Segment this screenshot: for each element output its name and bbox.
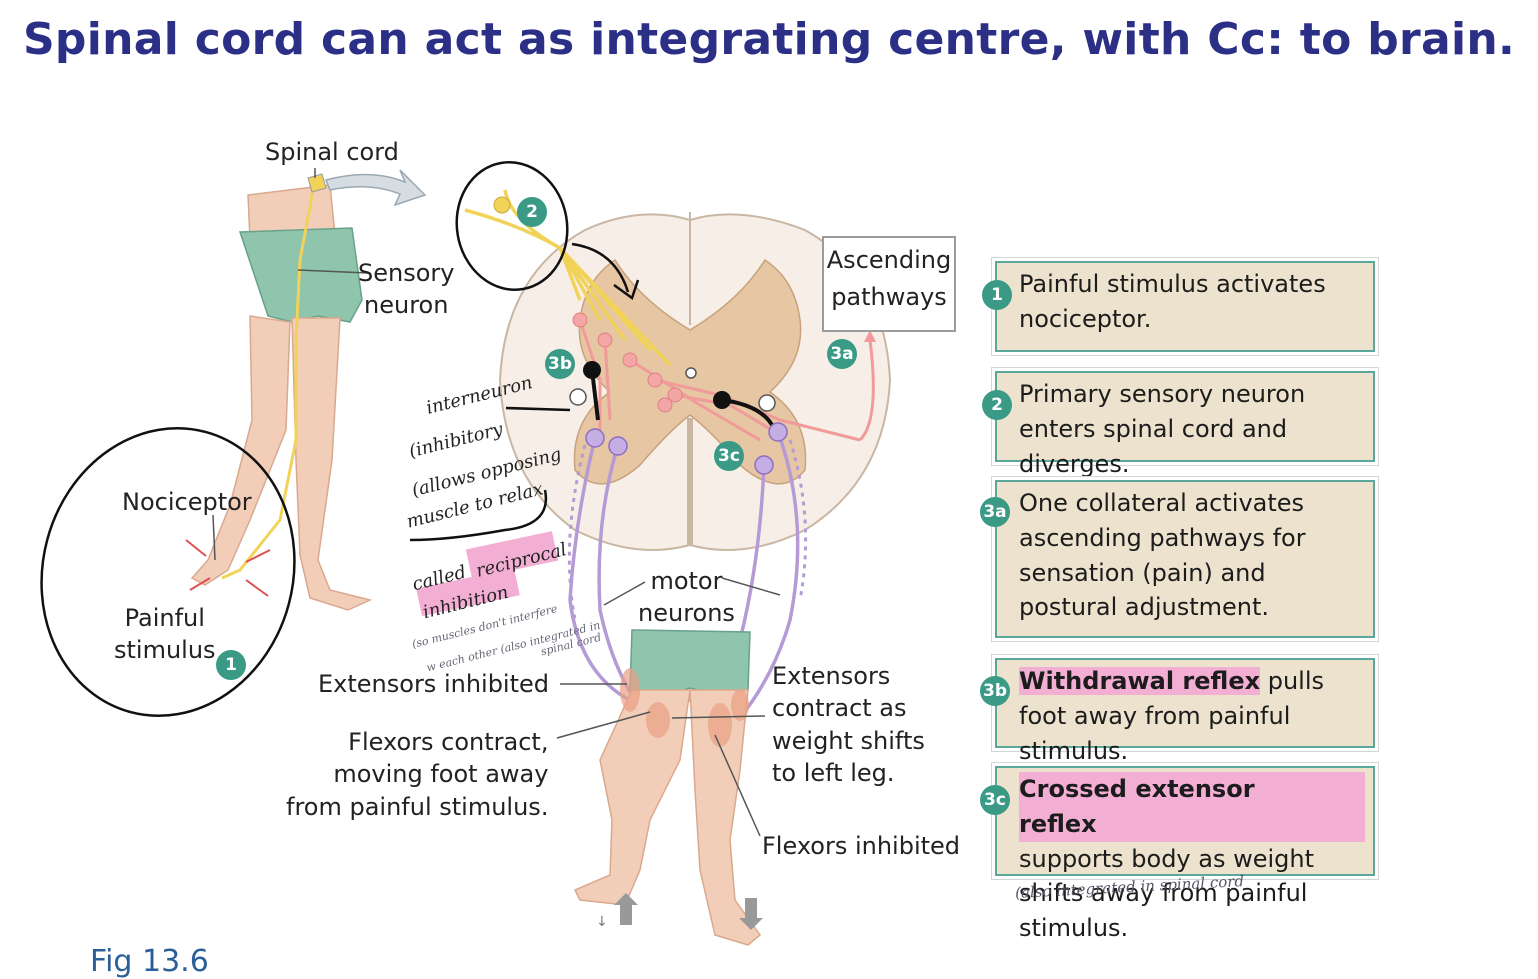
step-3c-bold: Crossed extensor reflex	[1019, 772, 1365, 842]
label-painful-stimulus: Painful stimulus	[114, 604, 216, 665]
highlight-inhibition	[416, 567, 520, 617]
front-leg-left	[573, 689, 691, 906]
label-flexors-contract: Flexors contract, moving foot away from …	[286, 728, 549, 821]
label-motor-neurons: motor neurons	[638, 567, 735, 628]
motor-neuron-cells	[585, 422, 788, 475]
zoom-arrow	[324, 169, 427, 207]
badge-3a-diagram: 3a	[827, 339, 857, 369]
synapse-markers	[569, 388, 776, 412]
interneuron-pointer	[505, 406, 571, 412]
step-box-3b: Withdrawal reflex pulls foot away from p…	[995, 658, 1375, 765]
label-ascending-pathways: Ascending pathways	[826, 246, 952, 312]
central-canal	[685, 367, 697, 379]
up-arrow	[614, 893, 638, 925]
front-leg-right	[689, 689, 762, 946]
motor-leader-left	[603, 581, 646, 606]
sensory-neuron-leader	[297, 269, 369, 274]
front-figure: ↓	[573, 629, 763, 946]
left-figure	[185, 168, 427, 611]
arrowhead-sensory	[613, 279, 640, 301]
left-figure-leg-right	[291, 317, 373, 611]
dorsal-root-ganglion	[493, 196, 511, 214]
ascending-pathways-box: Ascending pathways	[822, 236, 956, 332]
left-figure-leg-left	[190, 315, 291, 586]
circle-foot	[40, 427, 296, 717]
down-arrow	[739, 898, 763, 930]
spinal-cord-marker	[307, 173, 327, 193]
inhibitory-interneurons	[583, 361, 774, 427]
badge-3b-diagram: 3b	[545, 349, 575, 379]
handwritten-marks	[40, 161, 640, 717]
step-badge-3a: 3a	[980, 497, 1010, 527]
ascending-arrow	[864, 330, 876, 342]
step-3a-text: One collateral activates ascending pathw…	[1019, 489, 1306, 622]
motor-neurons-dashed	[567, 439, 808, 621]
step-3c-text: supports body as weight shifts away from…	[1019, 844, 1315, 943]
page-title: Spinal cord can act as integrating centr…	[22, 14, 1516, 65]
badge-1-diagram: 1	[216, 650, 246, 680]
step-1-text: Painful stimulus activates nociceptor.	[1019, 270, 1326, 333]
motor-leader-right	[721, 577, 781, 596]
arrow-sensory	[571, 242, 630, 293]
leg-leaders	[556, 683, 766, 837]
step-2-text: Primary sensory neuron enters spinal cor…	[1019, 380, 1306, 478]
label-flexors-inhibited: Flexors inhibited	[762, 832, 961, 860]
front-figure-shorts	[629, 629, 751, 699]
sensory-neuron-leg	[221, 179, 317, 580]
label-extensors-inhibited: Extensors inhibited	[318, 670, 550, 698]
step-badge-3c: 3c	[980, 785, 1010, 815]
label-sensory-neuron: Sensory neuron	[358, 259, 455, 320]
step-box-3a: One collateral activates ascending pathw…	[995, 480, 1375, 638]
step-box-2: Primary sensory neuron enters spinal cor…	[995, 371, 1375, 478]
highlight-reciprocal	[465, 531, 559, 579]
circle-sensory	[455, 161, 569, 291]
small-down-arrow: ↓	[596, 914, 608, 930]
interneuron-cells	[572, 312, 683, 413]
step-box-1: Painful stimulus activates nociceptor.	[995, 261, 1375, 352]
step-3b-bold: Withdrawal reflex	[1019, 667, 1261, 695]
step-badge-2: 2	[982, 390, 1012, 420]
label-nociceptor: Nociceptor	[122, 488, 252, 516]
figure-caption: Fig 13.6	[90, 944, 209, 979]
left-figure-shorts	[238, 227, 363, 323]
nociceptor-leader	[212, 514, 216, 561]
muscle-highlights	[620, 668, 749, 747]
badge-3c-diagram: 3c	[714, 441, 744, 471]
step-badge-3b: 3b	[980, 676, 1010, 706]
step-badge-1: 1	[982, 280, 1012, 310]
badge-2-diagram: 2	[517, 197, 547, 227]
step-3b-text: pulls foot away from painful stimulus.	[1019, 667, 1324, 765]
sensory-neuron-cord	[464, 189, 672, 367]
label-spinal-cord: Spinal cord	[265, 138, 399, 166]
step-box-3c: Crossed extensor reflex supports body as…	[995, 766, 1375, 942]
bracket	[409, 489, 548, 542]
label-extensors-contract: Extensors contract as weight shifts to l…	[772, 662, 925, 788]
stimulus-arrows	[185, 539, 271, 597]
